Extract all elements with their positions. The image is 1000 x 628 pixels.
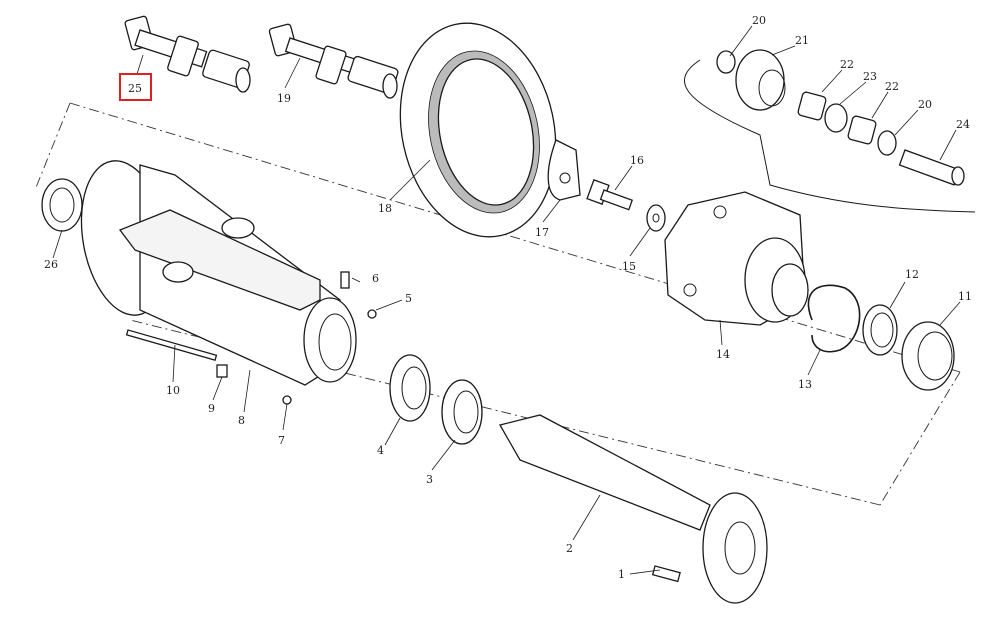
label-11[interactable]: 11 bbox=[958, 290, 972, 303]
oil-seal-3[interactable] bbox=[441, 379, 483, 445]
plug-7[interactable] bbox=[282, 395, 292, 405]
label-16[interactable]: 16 bbox=[630, 154, 644, 167]
label-6[interactable]: 6 bbox=[372, 272, 379, 285]
label-26[interactable]: 26 bbox=[44, 258, 58, 271]
stud-10[interactable] bbox=[125, 329, 218, 361]
input-shaft-25[interactable] bbox=[124, 15, 251, 93]
label-19[interactable]: 19 bbox=[277, 92, 291, 105]
part-labels: 1 2 3 4 5 6 7 8 9 10 11 12 13 14 15 16 1… bbox=[44, 14, 972, 581]
needle-bearing-22-left[interactable] bbox=[797, 91, 827, 121]
inset-panel-outline bbox=[684, 59, 976, 213]
leader-lines bbox=[52, 25, 961, 575]
label-23[interactable]: 23 bbox=[863, 70, 877, 83]
bearing-11[interactable] bbox=[901, 321, 955, 391]
circlip-13[interactable] bbox=[807, 284, 861, 353]
needle-bearing-22-right[interactable] bbox=[847, 115, 877, 145]
label-21[interactable]: 21 bbox=[795, 34, 809, 47]
label-24[interactable]: 24 bbox=[956, 118, 970, 131]
label-20-top[interactable]: 20 bbox=[752, 14, 766, 27]
label-20-bottom[interactable]: 20 bbox=[918, 98, 932, 111]
label-8[interactable]: 8 bbox=[238, 414, 245, 427]
label-18[interactable]: 18 bbox=[378, 202, 392, 215]
label-22-left[interactable]: 22 bbox=[840, 58, 854, 71]
planet-pin-24[interactable] bbox=[898, 149, 965, 186]
pinion-shaft-19[interactable] bbox=[268, 23, 399, 99]
label-7[interactable]: 7 bbox=[278, 434, 285, 447]
label-13[interactable]: 13 bbox=[798, 378, 812, 391]
axle-shaft-2[interactable] bbox=[499, 414, 768, 604]
axle-housing-8[interactable] bbox=[70, 154, 357, 386]
carrier-housing-14[interactable] bbox=[664, 191, 809, 326]
planet-gear-21[interactable] bbox=[735, 49, 786, 111]
label-1[interactable]: 1 bbox=[618, 568, 625, 581]
thrust-washer-20-bottom[interactable] bbox=[877, 130, 897, 156]
bolt-16[interactable] bbox=[586, 179, 634, 211]
highlight-box-25 bbox=[119, 73, 152, 101]
plug-5[interactable] bbox=[367, 309, 377, 319]
label-3[interactable]: 3 bbox=[426, 473, 433, 486]
ring-gear-18[interactable] bbox=[381, 9, 575, 252]
nut-9[interactable] bbox=[216, 364, 228, 378]
wheel-bolt-1[interactable] bbox=[651, 565, 681, 583]
label-25[interactable]: 25 bbox=[128, 82, 142, 95]
label-4[interactable]: 4 bbox=[377, 444, 384, 457]
label-22-right[interactable]: 22 bbox=[885, 80, 899, 93]
washer-15[interactable] bbox=[646, 204, 666, 232]
bearing-4[interactable] bbox=[389, 354, 431, 422]
label-5[interactable]: 5 bbox=[405, 292, 412, 305]
label-17[interactable]: 17 bbox=[535, 226, 549, 239]
label-9[interactable]: 9 bbox=[208, 402, 215, 415]
label-14[interactable]: 14 bbox=[716, 348, 730, 361]
spacer-ring-12[interactable] bbox=[862, 304, 898, 356]
assembly-outline bbox=[34, 102, 961, 506]
seal-ring-26[interactable] bbox=[41, 178, 83, 232]
thrust-washer-20-top[interactable] bbox=[716, 50, 736, 74]
breather-6[interactable] bbox=[340, 271, 350, 289]
lock-plate-17[interactable] bbox=[547, 139, 581, 201]
label-2[interactable]: 2 bbox=[566, 542, 573, 555]
label-15[interactable]: 15 bbox=[622, 260, 636, 273]
label-10[interactable]: 10 bbox=[166, 384, 180, 397]
spacer-23[interactable] bbox=[824, 103, 848, 133]
label-12[interactable]: 12 bbox=[905, 268, 919, 281]
